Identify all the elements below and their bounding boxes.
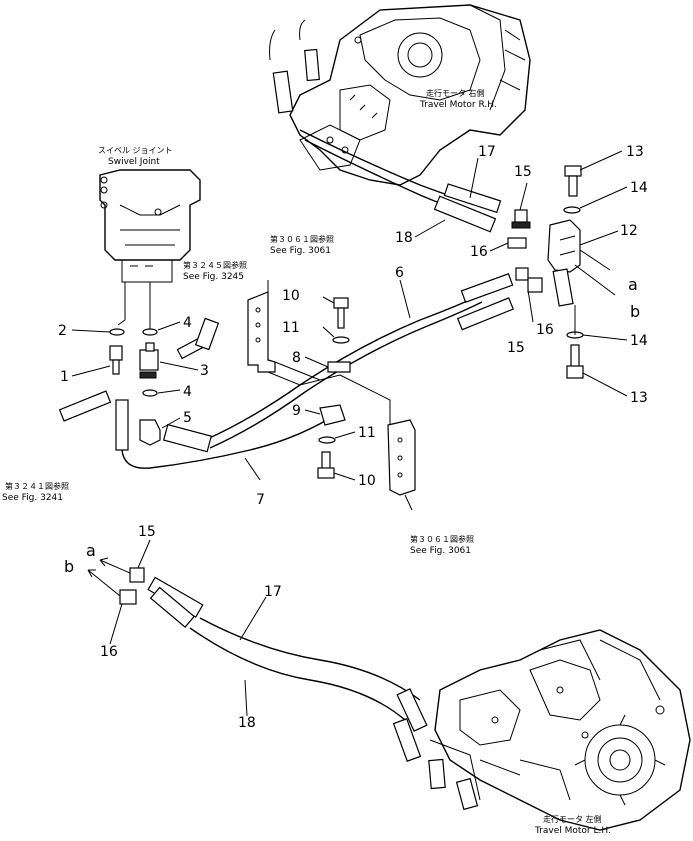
part-label-17a: 17: [478, 144, 496, 160]
caption-ref-3061-bottom: See Fig. 3061: [410, 546, 471, 556]
part-label-11a: 11: [282, 320, 300, 336]
connection-letter-a-bottom: a: [86, 541, 96, 560]
part-label-18b: 18: [238, 715, 256, 731]
travel-motor-lh-drawing: [428, 629, 691, 831]
part-label-4a: 4: [183, 315, 192, 331]
part-label-13a: 13: [626, 144, 644, 160]
caption-ref-3061-top: See Fig. 3061: [270, 246, 331, 256]
caption-swivel-joint: Swivel Joint: [108, 157, 160, 167]
part-label-15c: 15: [138, 524, 156, 540]
part-label-12: 12: [620, 223, 638, 239]
caption-ref-3245: See Fig. 3245: [183, 272, 244, 282]
part-label-15b: 15: [507, 340, 525, 356]
caption-travel-motor-lh-jp: 走行モータ 左側: [543, 814, 602, 824]
right-block-drawing: [299, 129, 616, 379]
caption-travel-motor-rh-jp: 走行モータ 右側: [426, 88, 485, 98]
travel-motor-rh-drawing: [269, 4, 531, 186]
part-label-2: 2: [58, 323, 67, 339]
part-label-16c: 16: [100, 644, 118, 660]
connection-letter-b-bottom: b: [64, 557, 74, 576]
lower-hoses-drawing: [119, 567, 428, 762]
part-label-13b: 13: [630, 390, 648, 406]
caption-swivel-joint-jp: スイベル ジョイント: [98, 146, 173, 155]
label-leader-lines: [71, 150, 628, 717]
caption-ref-3241: See Fig. 3241: [2, 493, 63, 503]
part-label-4b: 4: [183, 384, 192, 400]
lower-connection-arrows: [87, 557, 131, 597]
part-label-9: 9: [292, 403, 301, 419]
part-label-6: 6: [395, 265, 404, 281]
captions: 走行モータ 右側 Travel Motor R.H. スイベル ジョイント Sw…: [2, 88, 611, 836]
middle-hoses-drawing: [162, 273, 514, 453]
connection-letters: a b a b: [64, 275, 640, 576]
caption-travel-motor-rh: Travel Motor R.H.: [419, 100, 497, 110]
left-fittings-drawing: [58, 317, 341, 469]
part-label-1: 1: [60, 369, 69, 385]
caption-ref-3061-top-jp: 第３０６１図参照: [270, 234, 334, 244]
part-label-8: 8: [292, 350, 301, 366]
part-label-7: 7: [256, 492, 265, 508]
part-label-16b: 16: [536, 322, 554, 338]
part-label-16a: 16: [470, 244, 488, 260]
part-label-18a: 18: [395, 230, 413, 246]
caption-travel-motor-lh: Travel Motor L.H.: [534, 826, 611, 836]
part-label-3: 3: [200, 363, 209, 379]
connection-letter-a-top: a: [628, 275, 638, 294]
part-label-15a: 15: [514, 164, 532, 180]
part-label-17b: 17: [264, 584, 282, 600]
part-label-5: 5: [183, 410, 192, 426]
caption-ref-3061-bottom-jp: 第３０６１図参照: [410, 534, 474, 544]
swivel-joint-drawing: [99, 169, 201, 330]
part-label-10b: 10: [358, 473, 376, 489]
part-label-10a: 10: [282, 288, 300, 304]
part-label-14a: 14: [630, 180, 648, 196]
part-label-11b: 11: [358, 425, 376, 441]
bracket-clamps-drawing: [247, 280, 416, 511]
part-number-labels: 2 1 4 3 4 5 10 11 8 9 11 10 7 6 17 18 15…: [58, 144, 648, 731]
part-label-14b: 14: [630, 333, 648, 349]
caption-ref-3245-jp: 第３２４５図参照: [183, 260, 247, 270]
connection-letter-b-top: b: [630, 302, 640, 321]
caption-ref-3241-jp: 第３２４１図参照: [5, 481, 69, 491]
